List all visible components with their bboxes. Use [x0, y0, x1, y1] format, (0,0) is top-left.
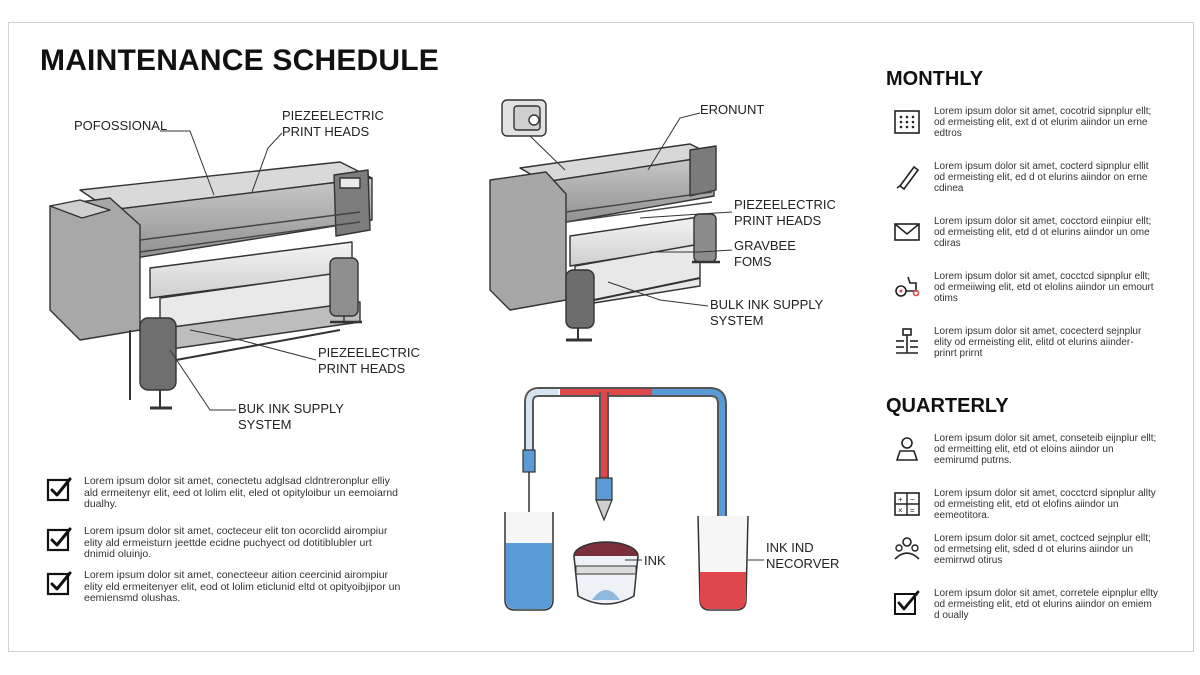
- task-text: Lorem ipsum dolor sit amet, cocteceur el…: [84, 525, 388, 560]
- task-item: Lorem ipsum dolor sit amet, conectetu ad…: [46, 475, 404, 511]
- team-icon: [894, 537, 920, 560]
- label-pofossional: POFOSSIONAL: [74, 118, 168, 133]
- label-print-heads-right: PIEZEELECTRIC PRINT HEADS: [734, 197, 836, 228]
- cartridge-icon: [896, 165, 920, 191]
- quarterly-item: +−× = Lorem ipsum dolor sit amet, cocctcr…: [892, 488, 1159, 521]
- envelope-icon: [894, 223, 920, 241]
- svg-text:=: =: [910, 506, 915, 515]
- leader-lines-right: [529, 112, 733, 307]
- quarterly-item-text: Lorem ipsum dolor sit amet, corretele ei…: [934, 588, 1158, 621]
- monthly-item: Lorem ipsum dolor sit amet, cocctord eii…: [892, 216, 1159, 249]
- monthly-heading: MONTHLY: [886, 68, 984, 90]
- label-bulk-ink-right: BULK INK SUPPLY SYSTEM: [710, 297, 824, 328]
- printer-left: [49, 161, 373, 410]
- ink-flow-diagram: [504, 387, 764, 611]
- checkbox-checked-icon: [46, 527, 72, 552]
- monthly-item: Lorem ipsum dolor sit amet, cocctcd sipn…: [892, 271, 1159, 304]
- page-title: MAINTENANCE SCHEDULE: [40, 44, 440, 77]
- quarterly-heading: QUARTERLY: [886, 395, 1009, 417]
- label-ink: INK: [644, 553, 666, 568]
- checkbox-checked-icon: [46, 477, 72, 502]
- task-item: Lorem ipsum dolor sit amet, cocteceur el…: [46, 525, 404, 561]
- quarterly-item: Lorem ipsum dolor sit amet, coctced sejn…: [892, 533, 1159, 566]
- quarterly-item: Lorem ipsum dolor sit amet, corretele ei…: [892, 588, 1159, 621]
- quarterly-item: Lorem ipsum dolor sit amet, conseteib ei…: [892, 433, 1159, 466]
- label-gravbee-foms: GRAVBEE FOMS: [734, 238, 796, 269]
- wheel-icon: [895, 276, 920, 297]
- monthly-item: Lorem ipsum dolor sit amet, cocecterd se…: [892, 326, 1159, 359]
- monthly-item: Lorem ipsum dolor sit amet, cocterd sipn…: [892, 161, 1159, 194]
- person-icon: [895, 437, 919, 461]
- checkbox-checked-icon: [46, 571, 72, 596]
- task-text: Lorem ipsum dolor sit amet, conecteeur a…: [84, 569, 401, 604]
- label-bulk-ink-left: BUK INK SUPPLY SYSTEM: [238, 401, 344, 432]
- hierarchy-icon: [896, 328, 918, 354]
- task-item: Lorem ipsum dolor sit amet, conecteeur a…: [46, 569, 404, 605]
- calculator-icon: +−× =: [894, 492, 920, 516]
- monthly-item-text: Lorem ipsum dolor sit amet, cocecterd se…: [934, 326, 1142, 359]
- quarterly-item-text: Lorem ipsum dolor sit amet, cocctcrd sip…: [934, 488, 1156, 521]
- page-frame: [8, 22, 1194, 652]
- monthly-item-text: Lorem ipsum dolor sit amet, cocctcd sipn…: [934, 271, 1154, 304]
- monthly-item-text: Lorem ipsum dolor sit amet, cocterd sipn…: [934, 161, 1149, 194]
- monthly-item-text: Lorem ipsum dolor sit amet, cocctord eii…: [934, 216, 1152, 249]
- quarterly-item-text: Lorem ipsum dolor sit amet, conseteib ei…: [934, 433, 1157, 466]
- svg-text:+: +: [898, 495, 903, 504]
- leader-lines-left: [160, 130, 317, 411]
- checkbox-icon: [894, 590, 920, 615]
- printer-right: [489, 99, 720, 342]
- svg-text:−: −: [910, 495, 915, 504]
- label-print-heads-top-left: PIEZEELECTRIC PRINT HEADS: [282, 108, 384, 139]
- svg-text:×: ×: [898, 506, 903, 515]
- monthly-item: Lorem ipsum dolor sit amet, cocotrid sip…: [892, 106, 1159, 139]
- label-ink-reservoir: INK IND NECORVER: [766, 540, 840, 571]
- label-eronunt: ERONUNT: [700, 102, 765, 117]
- quarterly-item-text: Lorem ipsum dolor sit amet, coctced sejn…: [934, 533, 1151, 566]
- task-text: Lorem ipsum dolor sit amet, conectetu ad…: [84, 475, 399, 510]
- monthly-item-text: Lorem ipsum dolor sit amet, cocotrid sip…: [934, 106, 1152, 139]
- grid-icon: [894, 110, 920, 134]
- label-print-heads-bottom-left: PIEZEELECTRIC PRINT HEADS: [318, 345, 420, 376]
